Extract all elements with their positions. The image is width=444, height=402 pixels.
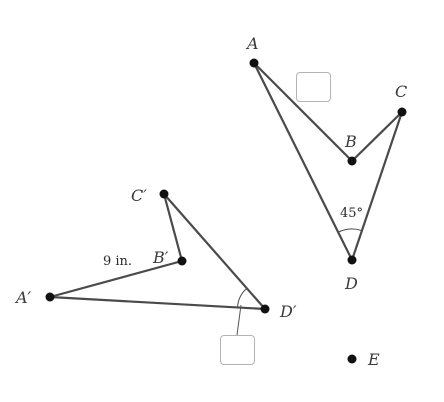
vertex-b[interactable] — [347, 156, 357, 166]
vertex-c[interactable] — [397, 107, 407, 117]
vertex-e[interactable] — [347, 354, 357, 364]
segment-bc — [350, 110, 404, 163]
angle-d-arc — [337, 228, 363, 233]
vertex-b-prime[interactable] — [177, 256, 187, 266]
vertex-a[interactable] — [249, 58, 259, 68]
angle-d-measure: 45° — [340, 206, 363, 221]
vertex-a-prime[interactable] — [45, 292, 55, 302]
label-a: A — [245, 34, 259, 53]
segment-da — [252, 61, 354, 262]
label-c-prime: C′ — [131, 186, 147, 205]
figure-a-prime-b-prime-c-prime-d-prime: A′ B′ C′ D′ 9 in. — [14, 186, 297, 336]
segment-b-prime-c-prime — [162, 192, 184, 263]
side-a-prime-b-prime-measure: 9 in. — [103, 254, 132, 269]
segment-d-prime-a-prime — [48, 295, 267, 311]
label-c: C — [395, 82, 407, 101]
vertex-d[interactable] — [347, 255, 357, 265]
angle-d-prime-leader — [236, 304, 242, 336]
vertex-c-prime[interactable] — [159, 189, 169, 199]
angle-d-prime-answer-box[interactable] — [220, 335, 255, 365]
side-ab-answer-box[interactable] — [296, 72, 331, 102]
segment-cd — [350, 110, 404, 262]
segment-c-prime-d-prime — [162, 192, 267, 311]
segment-ab — [252, 61, 354, 163]
label-a-prime: A′ — [14, 288, 32, 307]
label-d: D — [344, 274, 358, 293]
label-b-prime: B′ — [152, 248, 169, 267]
segment-a-prime-b-prime — [48, 259, 184, 299]
label-e: E — [367, 350, 380, 369]
point-e: E — [347, 350, 380, 369]
vertex-d-prime[interactable] — [260, 304, 270, 314]
label-d-prime: D′ — [279, 302, 297, 321]
label-b: B — [344, 132, 357, 151]
angle-d-prime-arc — [237, 287, 248, 308]
figure-abcd: A B C D 45° — [245, 34, 407, 293]
